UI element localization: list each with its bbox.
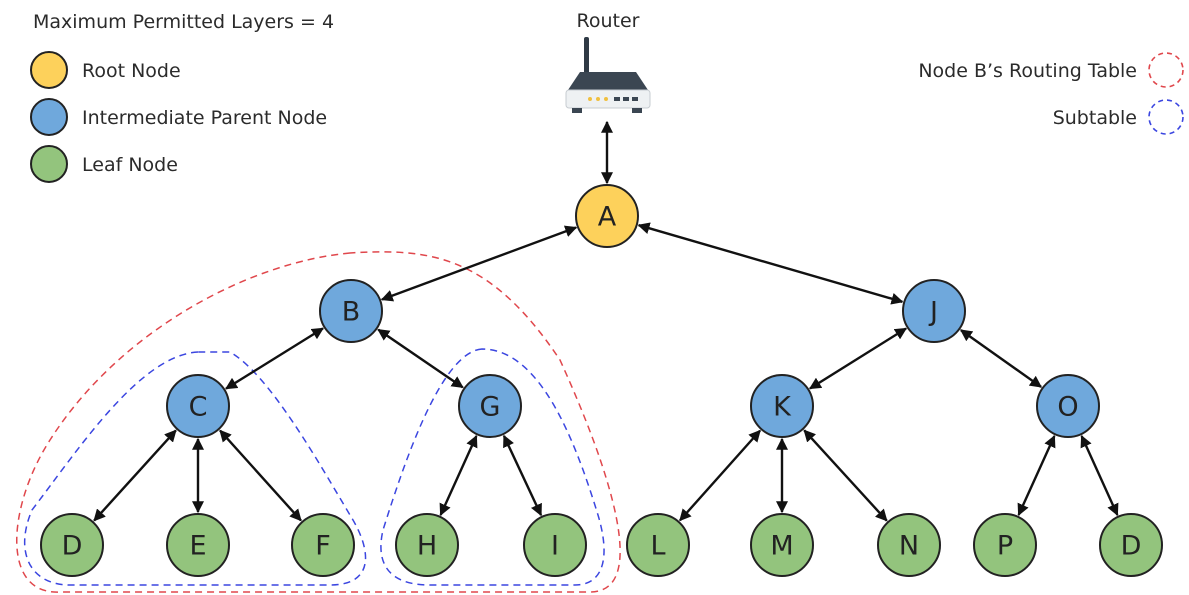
- max-layers-title: Maximum Permitted Layers = 4: [33, 11, 334, 33]
- edge-o-d2: [1080, 434, 1119, 517]
- edge-c-f: [219, 429, 302, 522]
- node-d2-circle: [1099, 513, 1163, 577]
- router-icon: [565, 37, 651, 113]
- node-j-label: J: [928, 297, 938, 328]
- subtable-g-outline: [380, 348, 605, 586]
- routing-table-legend-swatch: [1148, 52, 1184, 88]
- node-n-label: N: [899, 531, 919, 562]
- node-p-circle: [973, 513, 1037, 577]
- node-i-circle: [523, 513, 587, 577]
- node-c-label: C: [189, 392, 208, 423]
- node-e-label: E: [189, 531, 206, 562]
- edge-g-h: [439, 434, 478, 517]
- node-n-circle: [877, 513, 941, 577]
- edge-k-l: [679, 429, 761, 522]
- node-e-circle: [166, 513, 230, 577]
- node-f-circle: [291, 513, 355, 577]
- node-a-circle: [575, 184, 639, 248]
- node-g-label: G: [480, 392, 501, 423]
- legend-routing-table-label: Node B’s Routing Table: [918, 60, 1137, 82]
- edge-j-k: [808, 327, 908, 390]
- leaf-node-legend-swatch: [30, 145, 68, 183]
- node-l-circle: [626, 513, 690, 577]
- legend-intermediate-label: Intermediate Parent Node: [82, 107, 327, 129]
- legend-subtable-label: Subtable: [1053, 107, 1137, 129]
- edge-a-j: [637, 222, 904, 305]
- root-node-legend-swatch: [30, 51, 68, 89]
- node-g-circle: [458, 374, 522, 438]
- node-d2-label: D: [1121, 531, 1142, 562]
- edge-k-n: [803, 429, 888, 522]
- subtable-c-outline: [23, 351, 367, 586]
- node-c-circle: [166, 374, 230, 438]
- node-m-circle: [750, 513, 814, 577]
- node-i-label: I: [551, 531, 559, 562]
- edge-b-g: [377, 328, 464, 389]
- node-o-circle: [1036, 374, 1100, 438]
- node-h-label: H: [417, 531, 437, 562]
- node-b-circle: [319, 279, 383, 343]
- edge-o-p: [1017, 434, 1056, 517]
- edge-b-c: [225, 327, 324, 390]
- node-f-label: F: [315, 531, 331, 562]
- legend-root-label: Root Node: [82, 60, 181, 82]
- edge-a-b: [380, 225, 578, 302]
- edge-j-o: [959, 329, 1043, 388]
- node-k-label: K: [773, 392, 792, 423]
- node-l-label: L: [650, 531, 665, 562]
- node-o-label: O: [1057, 392, 1078, 423]
- edge-g-i: [502, 434, 543, 517]
- node-p-label: P: [997, 531, 1013, 562]
- router-label: Router: [577, 10, 640, 32]
- node-a-label: A: [598, 202, 617, 233]
- legend-leaf-label: Leaf Node: [82, 154, 178, 176]
- node-j-circle: [902, 279, 966, 343]
- edge-c-d1: [93, 429, 177, 522]
- intermediate-node-legend-swatch: [30, 98, 68, 136]
- node-h-circle: [395, 513, 459, 577]
- node-b-label: B: [342, 297, 361, 328]
- node-d1-label: D: [62, 531, 83, 562]
- node-d1-circle: [40, 513, 104, 577]
- node-b-routing-table-outline: [16, 251, 621, 593]
- node-m-label: M: [770, 531, 793, 562]
- node-k-circle: [750, 374, 814, 438]
- subtable-legend-swatch: [1148, 99, 1184, 135]
